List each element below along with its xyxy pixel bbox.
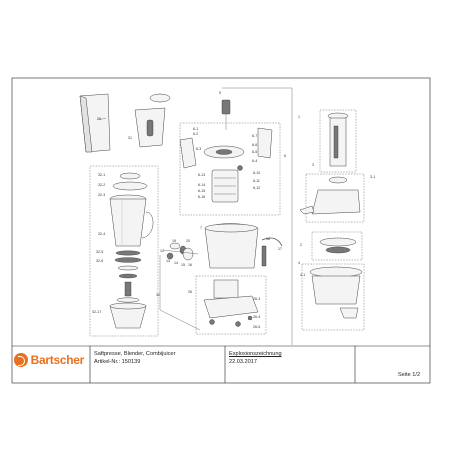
callout-1: 1 <box>298 115 300 119</box>
part-31-feeder <box>134 93 171 148</box>
callout-2: 2 <box>300 243 302 247</box>
motor-bracket-right <box>257 127 273 159</box>
callout-7: 7 <box>200 226 202 230</box>
blender-assembly-box <box>89 165 159 337</box>
callout-6-10: 6-10 <box>253 171 260 175</box>
callout-32-17: 32-17 <box>92 310 101 314</box>
part-2-sieve <box>319 237 357 254</box>
callout-6-7: 6-7 <box>252 134 257 138</box>
callout-26-5: 26-5 <box>253 325 260 329</box>
drawing-type: Explosionszeichnung <box>229 351 282 357</box>
motor-top-plate <box>203 145 245 159</box>
callout-26-4: 26-4 <box>253 315 260 319</box>
callout-6-5: 6-5 <box>252 150 257 154</box>
callout-6-2: 6-2 <box>193 132 198 136</box>
drawing-date: 22.03.2017 <box>229 359 257 365</box>
callout-6-13: 6-13 <box>198 173 205 177</box>
callout-32-6: 32-6 <box>96 259 103 263</box>
blender-jug <box>109 194 154 247</box>
container-box <box>301 263 365 331</box>
part-5-coupling <box>221 99 231 130</box>
power-cable <box>261 237 283 267</box>
article-number: Artikel-Nr.: 150139 <box>94 359 141 365</box>
part-26-base <box>203 279 259 327</box>
motor-bracket-left <box>179 137 197 169</box>
connector-line-right <box>222 87 293 345</box>
callout-32-5: 32-5 <box>96 250 103 254</box>
connector-line-left <box>159 255 201 331</box>
blender-blade-stack <box>114 250 142 303</box>
callout-3-1: 3-1 <box>370 175 375 179</box>
part-3-chute <box>299 176 361 215</box>
callout-14: 14 <box>174 261 178 265</box>
callout-18: 18 <box>266 237 270 241</box>
bartscher-logo-icon <box>14 353 28 367</box>
callout-4-1: 4-1 <box>300 273 305 277</box>
part-7-housing <box>204 223 259 269</box>
callout-15: 15 <box>181 263 185 267</box>
callout-6-15: 6-15 <box>198 189 205 193</box>
callout-6: 6 <box>284 154 286 158</box>
callout-13: 13 <box>166 259 170 263</box>
callout-6-6: 6-6 <box>252 143 257 147</box>
callout-6-11: 6-11 <box>253 179 260 183</box>
motor-assembly-box <box>179 122 281 216</box>
product-name: Saftpresse, Blender, Combijuicer <box>94 351 176 357</box>
callout-4: 4 <box>298 261 300 265</box>
callout-32-1: 32-1 <box>98 173 105 177</box>
callout-5: 5 <box>219 91 221 95</box>
page-number: Seite 1/2 <box>398 372 421 378</box>
drawing-frame <box>11 77 431 384</box>
callout-17: 17 <box>278 247 282 251</box>
motor-body <box>211 165 243 203</box>
gear-parts-group <box>162 242 199 261</box>
callout-6-14: 6-14 <box>198 183 205 187</box>
callout-32-4: 32-4 <box>98 232 105 236</box>
part-1-pusher <box>327 112 349 167</box>
callout-6-16: 6-16 <box>198 195 205 199</box>
callout-6-1: 6-1 <box>193 127 198 131</box>
callout-12: 12 <box>160 249 164 253</box>
blender-lid <box>112 172 148 191</box>
callout-6-4: 6-4 <box>252 159 257 163</box>
callout-32-3: 32-3 <box>98 193 105 197</box>
callout-26: 26 <box>188 290 192 294</box>
blender-base <box>109 302 147 329</box>
callout-32: 32 <box>156 293 160 297</box>
callout-31: 31 <box>128 136 132 140</box>
callout-29: 29 <box>97 117 101 121</box>
callout-32-2: 32-2 <box>98 183 105 187</box>
pusher-box <box>319 109 357 173</box>
part-4-container <box>309 266 363 319</box>
callout-20: 20 <box>186 239 190 243</box>
part-29-cup <box>79 93 111 153</box>
callout-3: 3 <box>312 163 314 167</box>
chute-box <box>305 173 365 223</box>
callout-6-3: 6-3 <box>196 147 201 151</box>
callout-19: 19 <box>172 239 176 243</box>
brand-name: Bartscher <box>30 353 85 367</box>
base-assembly-box <box>195 275 267 335</box>
brand-logo: Bartscher <box>14 351 84 369</box>
callout-6-12: 6-12 <box>253 186 260 190</box>
callout-16: 16 <box>188 263 192 267</box>
callout-26-3: 26-3 <box>253 297 260 301</box>
